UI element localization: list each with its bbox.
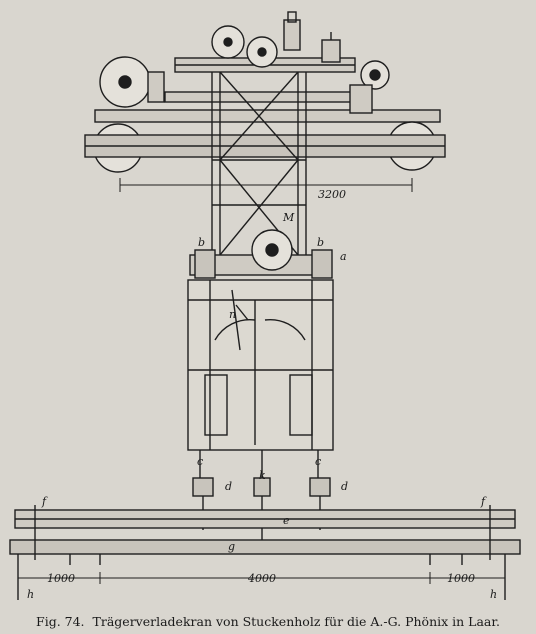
- label-motor: M: [282, 211, 295, 224]
- label-h-right: h: [490, 588, 497, 601]
- dimension-trolley-span: 3200: [318, 188, 346, 201]
- label-h-left: h: [27, 588, 34, 601]
- figure-number: Fig. 74.: [36, 613, 85, 629]
- top-trolley: [84, 11, 446, 173]
- label-c-right: c: [315, 455, 321, 468]
- lifting-beam: [9, 505, 521, 600]
- dimension-beam-left: 1000: [47, 572, 75, 585]
- label-n: n: [229, 308, 236, 321]
- dimension-beam-center: 4000: [247, 572, 276, 585]
- label-d-left: d: [225, 480, 232, 493]
- figure-caption: Fig. 74. Trägerverladekran von Stuckenho…: [0, 610, 536, 632]
- label-b-left: b: [198, 236, 205, 249]
- figure-caption-text: Trägerverladekran von Stuckenholz für di…: [92, 613, 500, 629]
- label-g: g: [228, 540, 235, 553]
- label-d-right: d: [341, 480, 348, 493]
- label-a: a: [340, 250, 347, 263]
- label-f-left: f: [41, 495, 48, 508]
- crane-drawing: 3200 1000 4000 1000 M b b a n c c d d k …: [9, 11, 521, 601]
- grab-assembly: [192, 450, 331, 540]
- label-b-right: b: [317, 236, 324, 249]
- mid-machinery: [189, 229, 333, 279]
- label-k: k: [259, 469, 266, 482]
- dimension-lines: [18, 178, 505, 584]
- label-f-right: f: [480, 495, 487, 508]
- operator-cage: [187, 279, 334, 451]
- label-c-left: c: [197, 455, 203, 468]
- label-e: e: [283, 514, 290, 527]
- dimension-beam-right: 1000: [447, 572, 475, 585]
